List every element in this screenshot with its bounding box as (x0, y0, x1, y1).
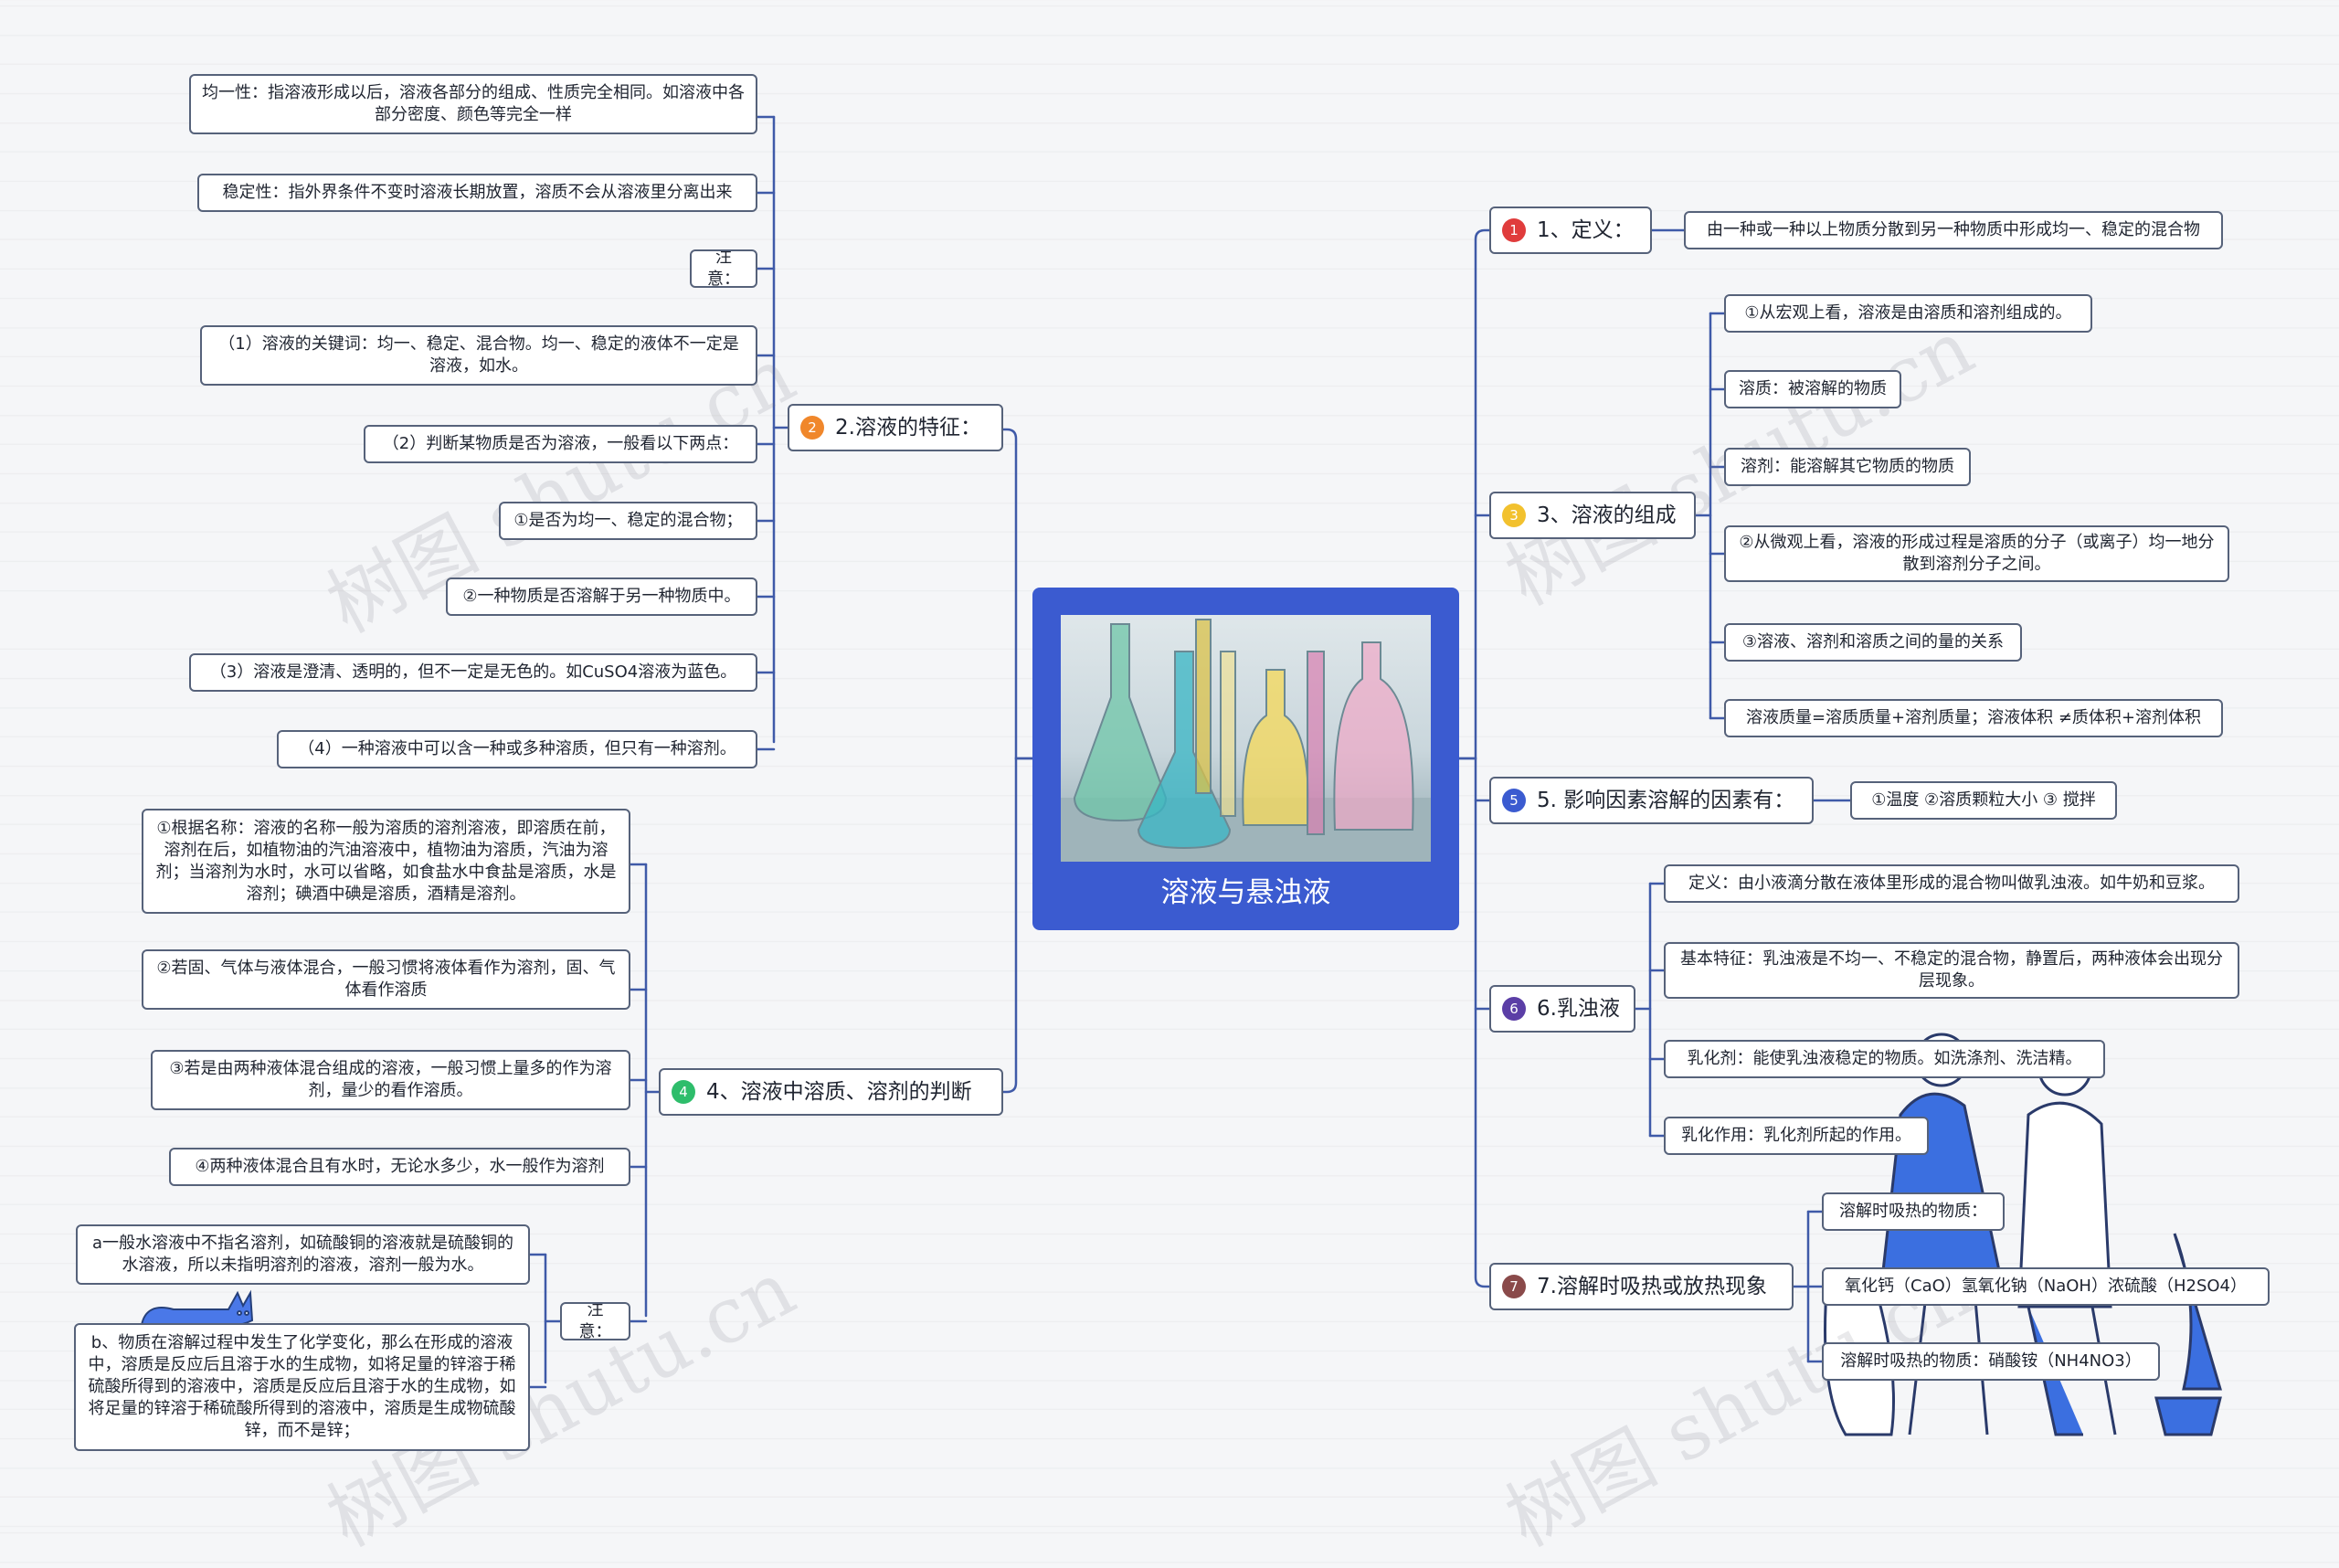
leaf-node[interactable]: ①根据名称：溶液的名称一般为溶质的溶剂溶液，即溶质在前，溶剂在后，如植物油的汽油… (142, 809, 630, 914)
leaf-node[interactable]: b、物质在溶解过程中发生了化学变化，那么在形成的溶液中，溶质是反应后且溶于水的生… (74, 1323, 530, 1451)
branch-label: 6.乳浊液 (1537, 997, 1620, 1021)
branch-label: 5. 影响因素溶解的因素有： (1537, 789, 1795, 812)
number-badge: 1 (1502, 218, 1526, 242)
leaf-node[interactable]: 基本特征：乳浊液是不均一、不稳定的混合物，静置后，两种液体会出现分层现象。 (1664, 942, 2239, 999)
number-badge: 2 (800, 416, 824, 440)
leaf-node[interactable]: （1）溶液的关键词：均一、稳定、混合物。均一、稳定的液体不一定是溶液，如水。 (200, 325, 757, 386)
branch-3-composition[interactable]: 3 3、溶液的组成 (1489, 492, 1696, 539)
leaf-node[interactable]: 由一种或一种以上物质分散到另一种物质中形成均一、稳定的混合物 (1684, 211, 2223, 249)
leaf-node[interactable]: 氧化钙（CaO）氢氧化钠（NaOH）浓硫酸（H2SO4） (1822, 1267, 2270, 1306)
leaf-node[interactable]: ④两种液体混合且有水时，无论水多少，水一般作为溶剂 (169, 1148, 630, 1186)
leaf-node[interactable]: 均一性：指溶液形成以后，溶液各部分的组成、性质完全相同。如溶液中各部分密度、颜色… (189, 74, 757, 134)
branch-label: 2.溶液的特征： (835, 416, 981, 440)
central-node[interactable]: 溶液与悬浊液 (1032, 588, 1459, 930)
branch-label: 7.溶解时吸热或放热现象 (1537, 1275, 1767, 1298)
leaf-node[interactable]: （3）溶液是澄清、透明的，但不一定是无色的。如CuSO4溶液为蓝色。 (189, 653, 757, 692)
branch-5-factors[interactable]: 5 5. 影响因素溶解的因素有： (1489, 777, 1814, 824)
leaf-node[interactable]: 乳化作用：乳化剂所起的作用。 (1664, 1117, 1929, 1155)
number-badge: 5 (1502, 789, 1526, 812)
leaf-node[interactable]: ②若固、气体与液体混合，一般习惯将液体看作为溶剂，固、气体看作溶质 (142, 949, 630, 1010)
leaf-node[interactable]: ①温度 ②溶质颗粒大小 ③ 搅拌 (1850, 781, 2117, 820)
leaf-node[interactable]: 溶质：被溶解的物质 (1724, 370, 1901, 408)
connector-lines (528, 115, 1852, 1389)
leaf-node[interactable]: ②一种物质是否溶解于另一种物质中。 (446, 577, 757, 616)
leaf-node[interactable]: ②从微观上看，溶液的形成过程是溶质的分子（或离子）均一地分散到溶剂分子之间。 (1724, 525, 2229, 582)
leaf-node[interactable]: 溶解时吸热的物质：硝酸铵（NH4NO3） (1822, 1342, 2160, 1381)
leaf-node[interactable]: 溶剂：能溶解其它物质的物质 (1724, 448, 1971, 486)
leaf-node[interactable]: ①是否为均一、稳定的混合物； (499, 502, 757, 540)
leaf-node[interactable]: 定义：由小液滴分散在液体里形成的混合物叫做乳浊液。如牛奶和豆浆。 (1664, 864, 2239, 903)
leaf-node[interactable]: ③溶液、溶剂和溶质之间的量的关系 (1724, 623, 2022, 662)
leaf-node[interactable]: a一般水溶液中不指名溶剂，如硫酸铜的溶液就是硫酸铜的水溶液，所以未指明溶剂的溶液… (76, 1224, 530, 1285)
leaf-node[interactable]: 溶解时吸热的物质： (1822, 1192, 2005, 1231)
branch-7-heat[interactable]: 7 7.溶解时吸热或放热现象 (1489, 1263, 1794, 1310)
leaf-node[interactable]: 注意： (690, 249, 757, 288)
leaf-node[interactable]: 乳化剂：能使乳浊液稳定的物质。如洗涤剂、洗洁精。 (1664, 1040, 2105, 1078)
branch-6-emulsion[interactable]: 6 6.乳浊液 (1489, 985, 1635, 1033)
branch-2-features[interactable]: 2 2.溶液的特征： (788, 404, 1003, 451)
branch-label: 4、溶液中溶质、溶剂的判断 (706, 1080, 972, 1104)
number-badge: 4 (672, 1080, 695, 1104)
branch-4-solute-solvent[interactable]: 4 4、溶液中溶质、溶剂的判断 (659, 1068, 1003, 1116)
flask-illustration (1061, 619, 1431, 862)
branch-1-definition[interactable]: 1 1、定义： (1489, 207, 1652, 254)
number-badge: 6 (1502, 997, 1526, 1021)
number-badge: 7 (1502, 1275, 1526, 1298)
leaf-node[interactable]: （2）判断某物质是否为溶液，一般看以下两点： (364, 425, 757, 463)
leaf-node[interactable]: （4）一种溶液中可以含一种或多种溶质，但只有一种溶剂。 (277, 730, 757, 768)
leaf-node[interactable]: ③若是由两种液体混合组成的溶液，一般习惯上量多的作为溶剂，量少的看作溶质。 (151, 1050, 630, 1110)
branch-label: 3、溶液的组成 (1537, 503, 1677, 527)
leaf-node[interactable]: 注意： (560, 1302, 630, 1340)
leaf-node[interactable]: 稳定性：指外界条件不变时溶液长期放置，溶质不会从溶液里分离出来 (197, 174, 757, 212)
central-title: 溶液与悬浊液 (1160, 876, 1331, 909)
number-badge: 3 (1502, 503, 1526, 527)
lab-glassware-image (1061, 615, 1431, 862)
leaf-node[interactable]: 溶液质量=溶质质量+溶剂质量；溶液体积 ≠质体积+溶剂体积 (1724, 699, 2223, 737)
leaf-node[interactable]: ①从宏观上看，溶液是由溶质和溶剂组成的。 (1724, 294, 2092, 333)
branch-label: 1、定义： (1537, 218, 1635, 242)
